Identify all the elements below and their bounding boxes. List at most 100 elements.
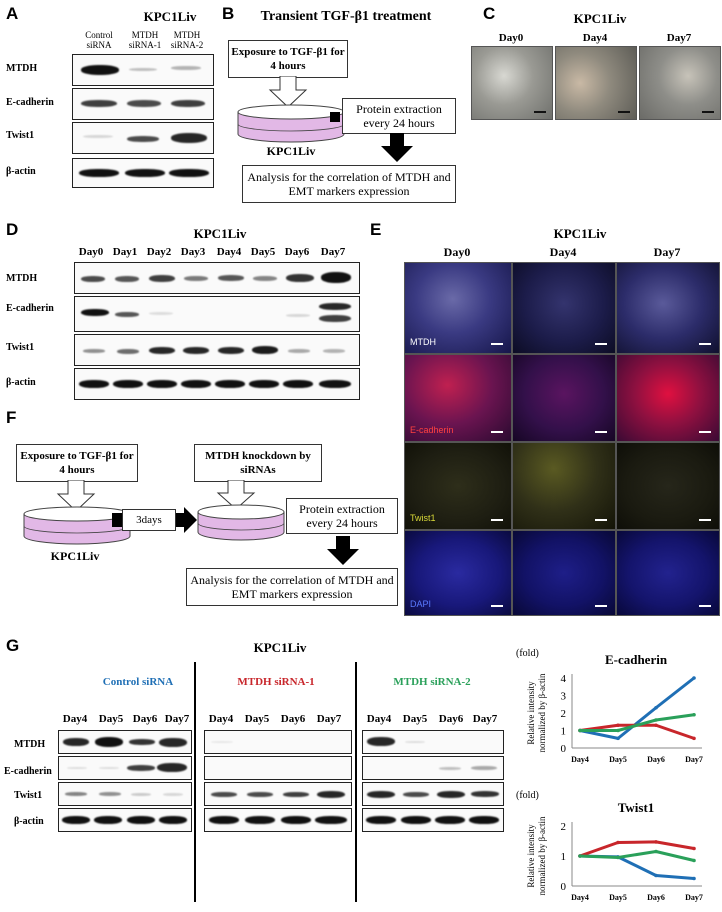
row-label: E-cadherin (6, 97, 54, 108)
data-point (654, 840, 658, 844)
y-tick-label: 0 (561, 881, 567, 893)
x-tick-label: Day6 (647, 755, 665, 764)
stain-label: DAPI (410, 599, 432, 609)
down-arrow-icon (268, 76, 308, 108)
x-tick-label: Day5 (609, 893, 627, 902)
western-blot-strip (362, 782, 504, 806)
data-point (654, 718, 658, 722)
western-blot-strip (58, 808, 192, 832)
x-tick-label: Day5 (609, 755, 627, 764)
western-blot-strip (74, 334, 360, 366)
fluorescence-image (616, 354, 720, 442)
day-label: Day4 (208, 713, 234, 725)
x-tick-label: Day7 (685, 755, 703, 764)
day-label: Day4 (216, 246, 242, 258)
group-label-sirna-2: MTDH siRNA-2 (393, 676, 471, 688)
western-blot-strip (58, 782, 192, 806)
culture-dish-icon (237, 104, 345, 143)
series-line (579, 676, 695, 740)
day-label: Day0 (78, 246, 104, 258)
day-label: Day5 (98, 713, 124, 725)
chart-title: Twist1 (618, 800, 655, 815)
data-point (692, 712, 696, 717)
day-label: Day7 (472, 713, 498, 725)
y-tick-label: 3 (561, 691, 567, 703)
western-blot-strip (72, 122, 214, 154)
day-label: Day4 (62, 713, 88, 725)
down-arrow-icon (56, 480, 96, 512)
panel-letter-g: G (6, 636, 20, 655)
day-label: Day7 (164, 713, 190, 725)
culture-dish-icon (197, 504, 285, 541)
day-label: Day4 (366, 713, 392, 725)
row-label: MTDH (14, 739, 46, 750)
row-label: E-cadherin (4, 766, 52, 777)
day-label: Day0 (498, 32, 524, 44)
lane-label: MTDH siRNA-1 (128, 30, 162, 50)
y-tick-label: 2 (561, 708, 567, 720)
data-point (578, 728, 582, 733)
day-label: Day7 (666, 32, 692, 44)
day-label: Day5 (250, 246, 276, 258)
panel-g-title: KPC1Liv (253, 640, 307, 655)
panel-letter-a: A (6, 4, 19, 23)
panel-letter-f: F (6, 408, 17, 427)
western-blot-strip (362, 756, 504, 780)
data-point (692, 858, 696, 863)
panel-letter-d: D (6, 220, 19, 239)
row-label: MTDH (6, 63, 38, 74)
panel-b-title: Transient TGF-β1 treatment (260, 9, 432, 24)
fluorescence-image: E-cadherin (404, 354, 512, 442)
x-tick-label: Day4 (571, 755, 589, 764)
series-line (579, 850, 695, 862)
row-label: Twist1 (6, 342, 35, 353)
western-blot-strip (58, 730, 192, 754)
day-label: Day0 (443, 245, 471, 259)
panel-c-title: KPC1Liv (573, 11, 627, 26)
flow-step-box: Exposure to TGF-β1 for 4 hours (228, 40, 348, 78)
western-blot-strip (204, 782, 352, 806)
data-point (654, 705, 658, 710)
fluorescence-image: MTDH (404, 262, 512, 354)
y-axis-label: normalized by β-actin (537, 673, 547, 753)
day-label: Day3 (180, 246, 206, 258)
day-label: Day7 (320, 246, 346, 258)
phase-contrast-image (555, 46, 637, 120)
day-label: Day6 (438, 713, 464, 725)
stain-label: E-cadherin (410, 425, 454, 435)
day-label: Day5 (402, 713, 428, 725)
interval-box: 3days (122, 509, 176, 531)
group-divider (355, 662, 357, 902)
panel-e-title: KPC1Liv (553, 226, 607, 241)
data-point (692, 876, 696, 881)
day-label: Day5 (244, 713, 270, 725)
western-blot-strip (362, 808, 504, 832)
flow-step-box: Protein extraction every 24 hours (286, 498, 398, 534)
x-tick-label: Day7 (685, 893, 703, 902)
row-label: Twist1 (14, 790, 43, 801)
dish-label: KPC1Liv (50, 549, 100, 563)
western-blot-strip (204, 808, 352, 832)
western-blot-strip (74, 262, 360, 294)
data-point (616, 736, 620, 741)
day-label: Day6 (132, 713, 158, 725)
stain-label: MTDH (410, 337, 436, 347)
panel-d-title: KPC1Liv (193, 226, 247, 241)
western-blot-strip (204, 730, 352, 754)
fluorescence-image (512, 442, 616, 530)
y-tick-label: 4 (561, 673, 567, 685)
western-blot-strip (72, 88, 214, 120)
data-point (616, 855, 620, 860)
group-label-sirna-1: MTDH siRNA-1 (237, 676, 315, 688)
fluorescence-image (512, 354, 616, 442)
panel-letter-c: C (483, 4, 496, 23)
panel-letter-b: B (222, 4, 235, 23)
lane-label: Control siRNA (85, 30, 113, 50)
western-blot-strip (72, 54, 214, 86)
fluorescence-image (616, 262, 720, 354)
western-blot-strip (72, 158, 214, 188)
day-label: Day7 (653, 245, 681, 259)
row-label: E-cadherin (6, 303, 54, 314)
